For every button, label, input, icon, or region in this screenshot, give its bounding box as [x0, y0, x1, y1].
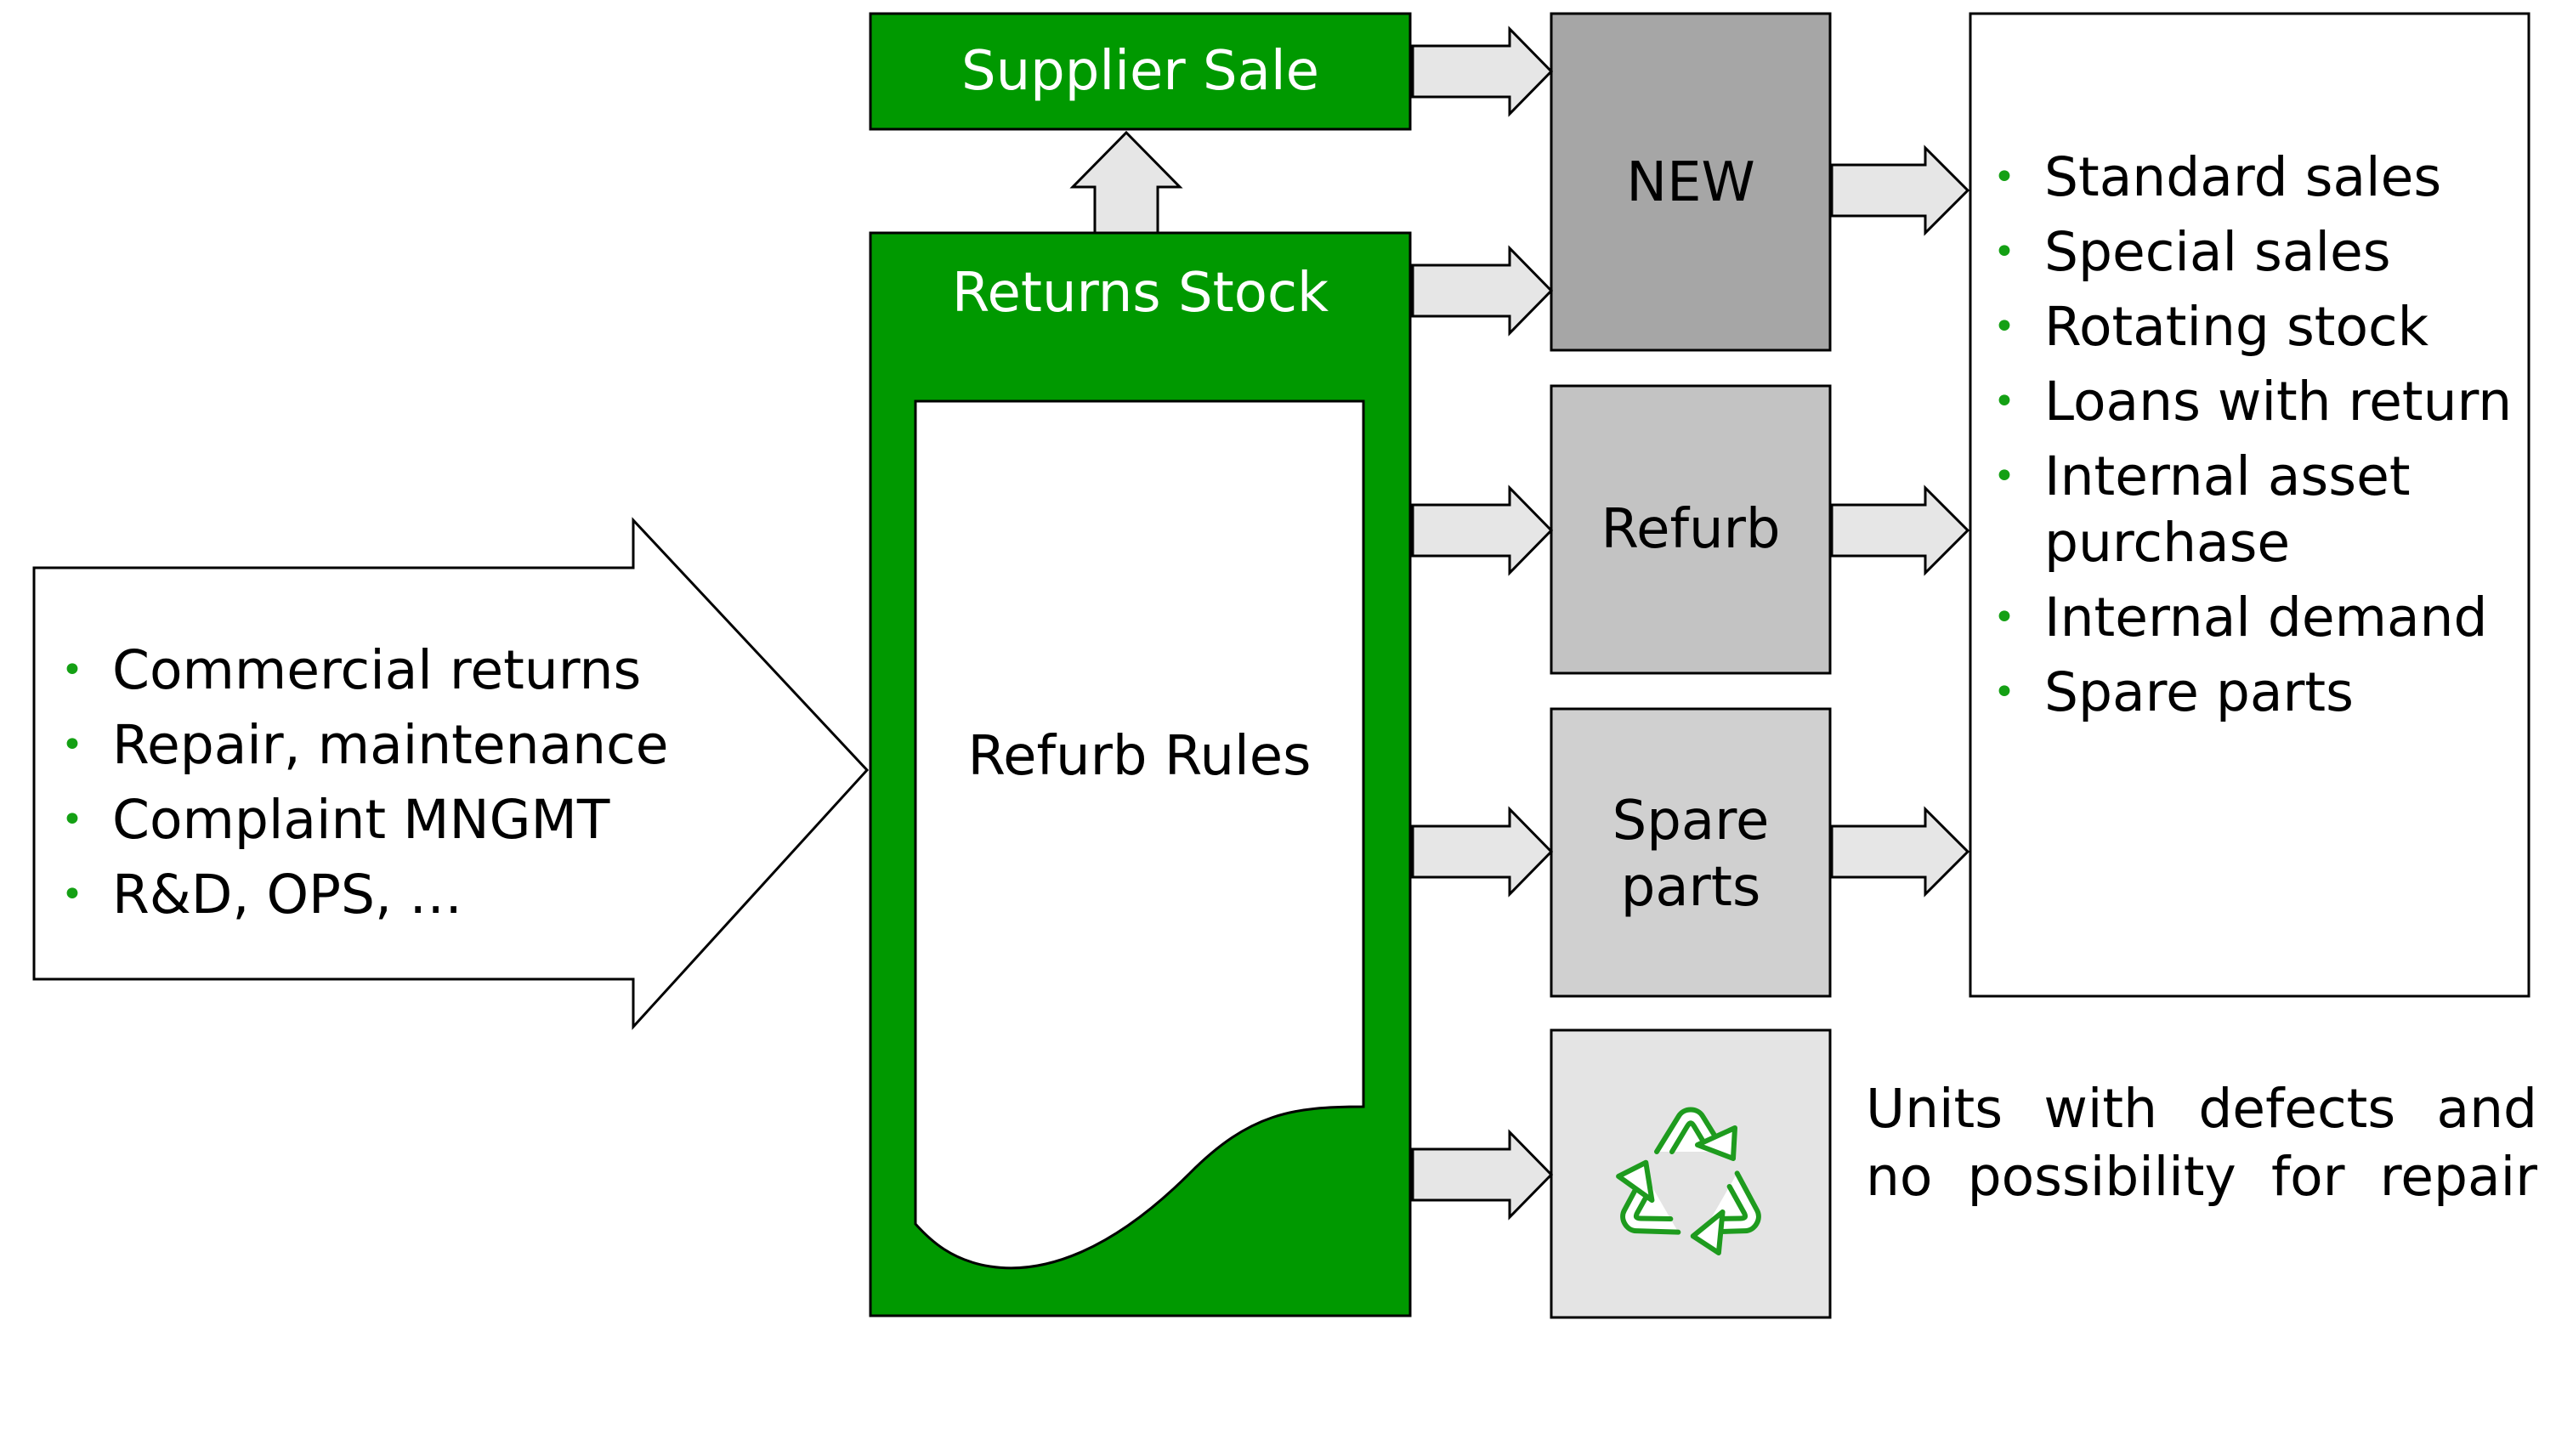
list-item: •Special sales [1993, 219, 2537, 286]
list-item: •Internal demand [1993, 585, 2537, 651]
refurb-rules-label: Refurb Rules [967, 725, 1312, 788]
new-box [1550, 12, 1832, 352]
arrow-spare-to-outputs [1830, 806, 1970, 898]
list-item: •Rotating stock [1993, 294, 2537, 360]
refurb-rules-document [914, 399, 1365, 1270]
list-item: •Complaint MNGMT [61, 783, 669, 858]
recycle-box [1550, 1028, 1832, 1319]
up-arrow [1069, 130, 1183, 235]
arrow-returns-to-recycle [1411, 1129, 1554, 1221]
arrow-returns-to-new [1411, 245, 1554, 337]
bullet: • [61, 723, 83, 767]
list-item: •Loans with return [1993, 369, 2537, 435]
list-item: •Repair, maintenance [61, 708, 669, 783]
list-item: •Standard sales [1993, 144, 2537, 211]
supplier-sale-label: Supplier Sale [961, 40, 1320, 103]
arrow-supplier-to-new [1411, 25, 1554, 117]
bullet: • [61, 798, 83, 841]
refurb-box [1550, 384, 1832, 675]
list-item: •Spare parts [1993, 660, 2537, 726]
list-item: •Commercial returns [61, 633, 669, 708]
returns-stock-label: Returns Stock [951, 262, 1329, 325]
bullet: • [61, 873, 83, 916]
output-list: •Standard sales •Special sales •Rotating… [1993, 144, 2537, 734]
arrow-returns-to-refurb [1411, 484, 1554, 576]
input-list: •Commercial returns •Repair, maintenance… [61, 633, 669, 932]
input-arrow [32, 517, 870, 1030]
spare-parts-box [1550, 707, 1832, 998]
arrow-refurb-to-outputs [1830, 484, 1970, 576]
defects-note: Units with defects and no possibility fo… [1866, 1078, 2537, 1208]
arrow-returns-to-spare [1411, 806, 1554, 898]
bullet: • [61, 649, 83, 692]
recycle-icon [1602, 1107, 1773, 1262]
supplier-sale-box [869, 12, 1412, 131]
list-item: •R&D, OPS, … [61, 858, 669, 932]
bullet: • [1993, 230, 2015, 274]
arrow-new-to-outputs [1830, 144, 1970, 236]
bullet: • [1993, 596, 2015, 639]
spare-parts-label: Spare parts [1612, 790, 1770, 919]
bullet: • [1993, 380, 2015, 423]
list-item: •Internal asset purchase [1993, 445, 2411, 574]
bullet: • [1993, 305, 2015, 348]
bullet: • [1993, 455, 2015, 498]
bullet: • [1993, 156, 2015, 199]
refurb-label: Refurb [1601, 498, 1781, 561]
outputs-box [1969, 12, 2530, 998]
bullet: • [1993, 671, 2015, 714]
new-label: NEW [1626, 151, 1755, 214]
